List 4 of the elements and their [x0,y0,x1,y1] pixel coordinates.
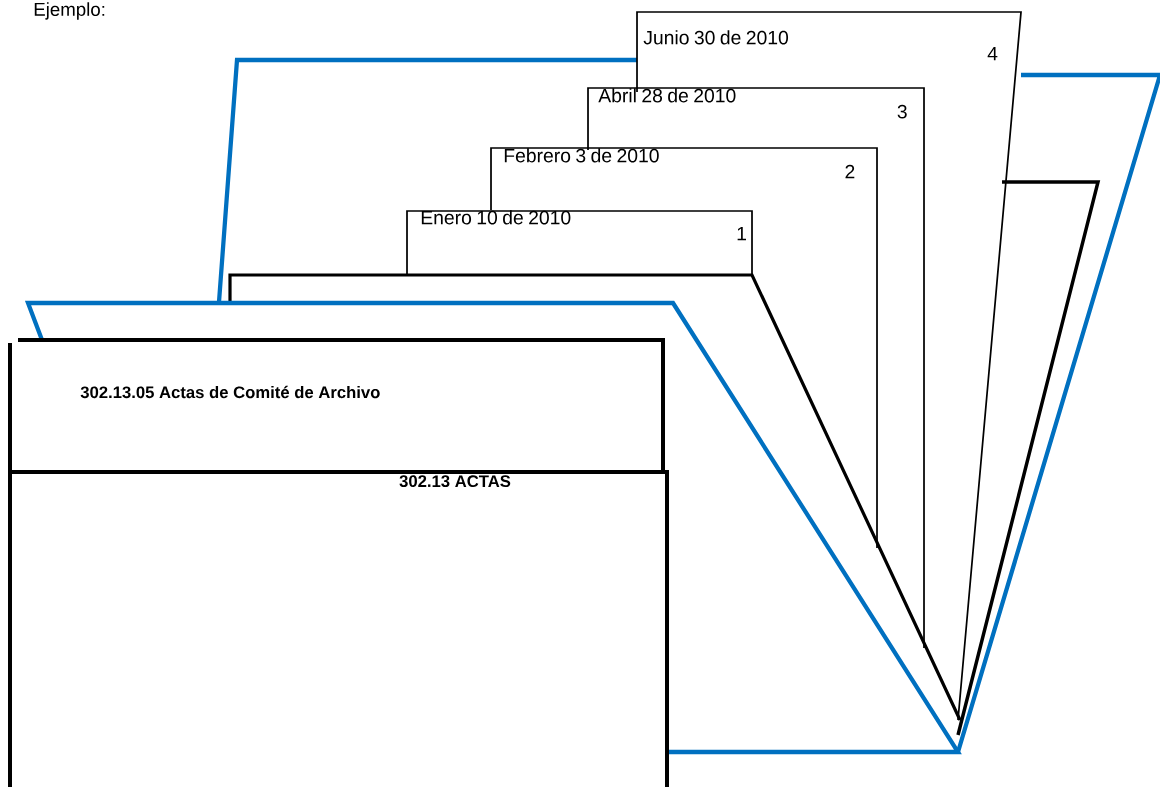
folder-label: 302.13 ACTAS [8,470,669,787]
folder-label: 302.13.05 Actas de Comité de Archivo [8,338,665,470]
folder-tab: Enero 10 de 2010 1 [406,210,753,276]
title: Ejemplo: [34,2,105,20]
